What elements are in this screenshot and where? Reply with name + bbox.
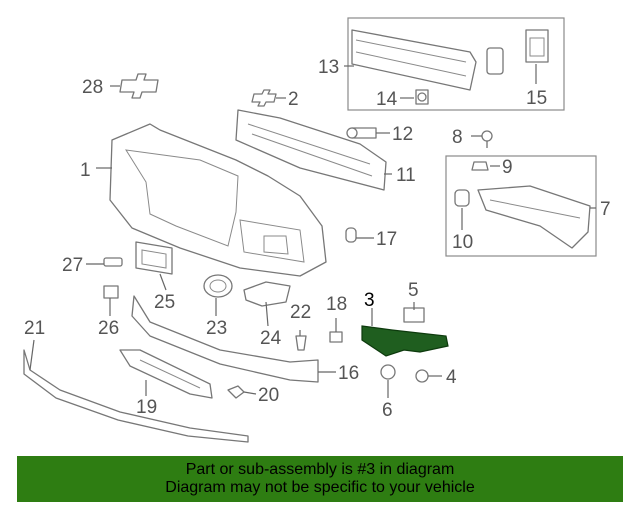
callout-13: 13 — [318, 57, 339, 78]
callout-21: 21 — [24, 318, 45, 339]
callout-3: 3 — [364, 290, 375, 311]
callout-2: 2 — [288, 89, 299, 110]
callout-10: 10 — [452, 232, 473, 253]
banner-line-2: Diagram may not be specific to your vehi… — [165, 479, 475, 496]
callout-19: 19 — [136, 397, 157, 418]
callout-1: 1 — [80, 160, 91, 181]
part-2-emblem — [251, 89, 277, 107]
part-16-deflector — [131, 295, 319, 383]
banner-line-1: Part or sub-assembly is #3 in diagram — [185, 461, 455, 478]
callout-7: 7 — [600, 199, 611, 220]
part-22-retainer — [295, 335, 307, 351]
callout-5: 5 — [408, 280, 419, 301]
leader-lines — [29, 64, 596, 398]
part-10-retainer — [454, 189, 470, 207]
callout-labels: 1 2 3 4 5 6 7 8 9 10 11 12 13 14 15 16 1… — [24, 57, 611, 421]
callout-26: 26 — [98, 318, 119, 339]
part-18-clip — [329, 331, 343, 343]
part-8-clip — [481, 130, 493, 148]
callout-24: 24 — [260, 328, 282, 349]
callout-15: 15 — [526, 88, 547, 109]
part-25-license-bracket — [135, 241, 173, 275]
callout-14: 14 — [376, 89, 398, 110]
part-9-nut — [471, 161, 489, 171]
part-24-bezel — [243, 281, 291, 307]
callout-27: 27 — [62, 255, 83, 276]
part-20-nut — [227, 385, 245, 399]
callout-18: 18 — [326, 294, 347, 315]
callout-9: 9 — [502, 157, 513, 178]
part-14-bolt — [415, 89, 429, 105]
part-5-clip — [403, 307, 425, 323]
callout-12: 12 — [392, 124, 413, 145]
part-26-clip — [103, 285, 119, 299]
part-1-bumper-cover — [109, 123, 327, 277]
part-12-bolt — [346, 127, 377, 139]
callout-11: 11 — [396, 165, 416, 186]
callout-23: 23 — [206, 318, 227, 339]
callout-22: 22 — [290, 302, 311, 323]
callout-25: 25 — [154, 292, 175, 313]
part-23-fog-lamp — [203, 274, 233, 298]
callout-17: 17 — [376, 229, 397, 250]
callout-8: 8 — [452, 127, 463, 148]
part-7-bracket — [477, 185, 591, 249]
part-15-bracket — [525, 29, 549, 63]
part-6-bolt — [380, 364, 396, 380]
callout-6: 6 — [382, 400, 393, 421]
detail-box-7 — [445, 155, 597, 257]
part-21-lower-trim — [23, 349, 249, 443]
part-3-bracket-highlighted — [361, 325, 449, 357]
part-13-impact-bar — [351, 29, 504, 91]
callout-16: 16 — [338, 363, 359, 384]
part-17-clip — [345, 227, 357, 243]
callout-20: 20 — [258, 385, 279, 406]
detail-box-13 — [347, 17, 565, 111]
callout-4: 4 — [446, 367, 457, 388]
part-28-emblem — [119, 73, 159, 99]
part-27-clip — [103, 257, 123, 267]
callout-28: 28 — [82, 77, 103, 98]
part-info-banner: Part or sub-assembly is #3 in diagram Di… — [17, 456, 623, 502]
part-19-lower-grille — [119, 349, 213, 399]
part-11-absorber — [235, 109, 387, 191]
part-4-bolt — [415, 369, 429, 383]
